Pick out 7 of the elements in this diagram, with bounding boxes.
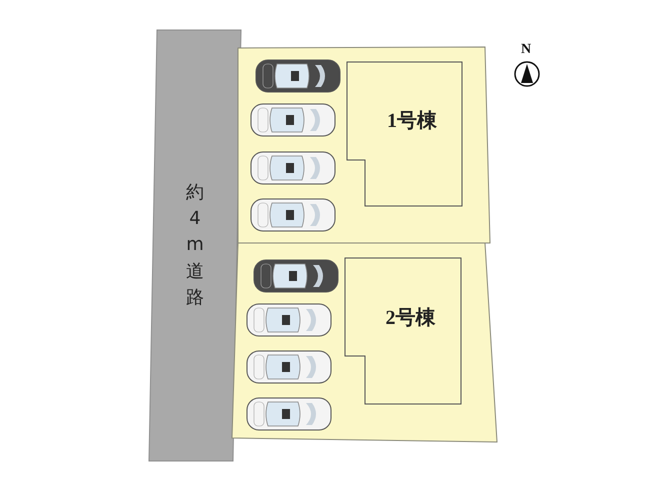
building-label: 2号棟 [386, 306, 436, 331]
road-label: 約4m道路 [186, 181, 204, 310]
building-label: 1号棟 [387, 109, 437, 134]
road-band [149, 30, 241, 461]
building-footprint [345, 258, 462, 405]
north-label: N [521, 42, 532, 58]
building-footprint [347, 62, 463, 207]
